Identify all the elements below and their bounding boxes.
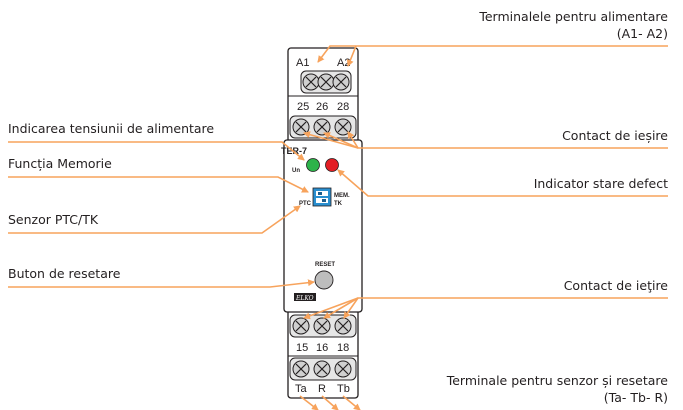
terminal-a1-label: A1: [296, 57, 309, 69]
terminal-26-label: 26: [316, 101, 328, 113]
brand-text: ELKO: [295, 295, 314, 302]
reset-button[interactable]: [314, 270, 334, 290]
supply-indication-label: Indicarea tensiunii de alimentare: [8, 121, 214, 136]
terminal-25-label: 25: [297, 101, 309, 113]
fault-led-icon: [325, 158, 339, 172]
output-contact-bottom-label: Contact de ieţire: [564, 278, 669, 293]
brand-logo: [294, 293, 316, 301]
reset-button-label: Buton de resetare: [8, 266, 121, 281]
callout-lines: [8, 45, 668, 410]
terminal-r-label: R: [318, 383, 326, 395]
supply-led-icon: [306, 158, 320, 172]
screw-terminals-sensor: [289, 357, 357, 381]
tk-label: TK: [334, 201, 343, 207]
ptc-label: PTC: [299, 201, 312, 207]
terminal-ta-label: Ta: [295, 383, 308, 395]
terminal-18-label: 18: [337, 342, 349, 354]
un-label: Un: [292, 168, 300, 174]
sensor-terminals-label: Terminale pentru senzor și resetare: [446, 373, 669, 388]
screw-terminals-a: [300, 70, 352, 94]
memory-function-label: Funcția Memorie: [8, 156, 112, 171]
output-contact-top-label: Contact de ieșire: [562, 128, 668, 143]
terminal-15-label: 15: [296, 342, 308, 354]
power-terminals-sub-label: (A1- A2): [617, 26, 668, 41]
screw-terminals-output-bottom: [289, 314, 357, 338]
reset-label: RESET: [315, 262, 335, 268]
screw-terminals-output-top: [289, 115, 357, 139]
power-terminals-label: Terminalele pentru alimentare: [478, 9, 668, 24]
fault-indicator-label: Indicator stare defect: [534, 176, 668, 191]
terminal-tb-label: Tb: [337, 383, 350, 395]
sensor-terminals-sub-label: (Ta- Tb- R): [604, 390, 668, 405]
terminal-28-label: 28: [337, 101, 349, 113]
sensor-label: Senzor PTC/TK: [8, 212, 99, 227]
terminal-16-label: 16: [316, 342, 328, 354]
mem-label: MEM.: [334, 193, 350, 199]
dip-switch[interactable]: [312, 187, 332, 207]
